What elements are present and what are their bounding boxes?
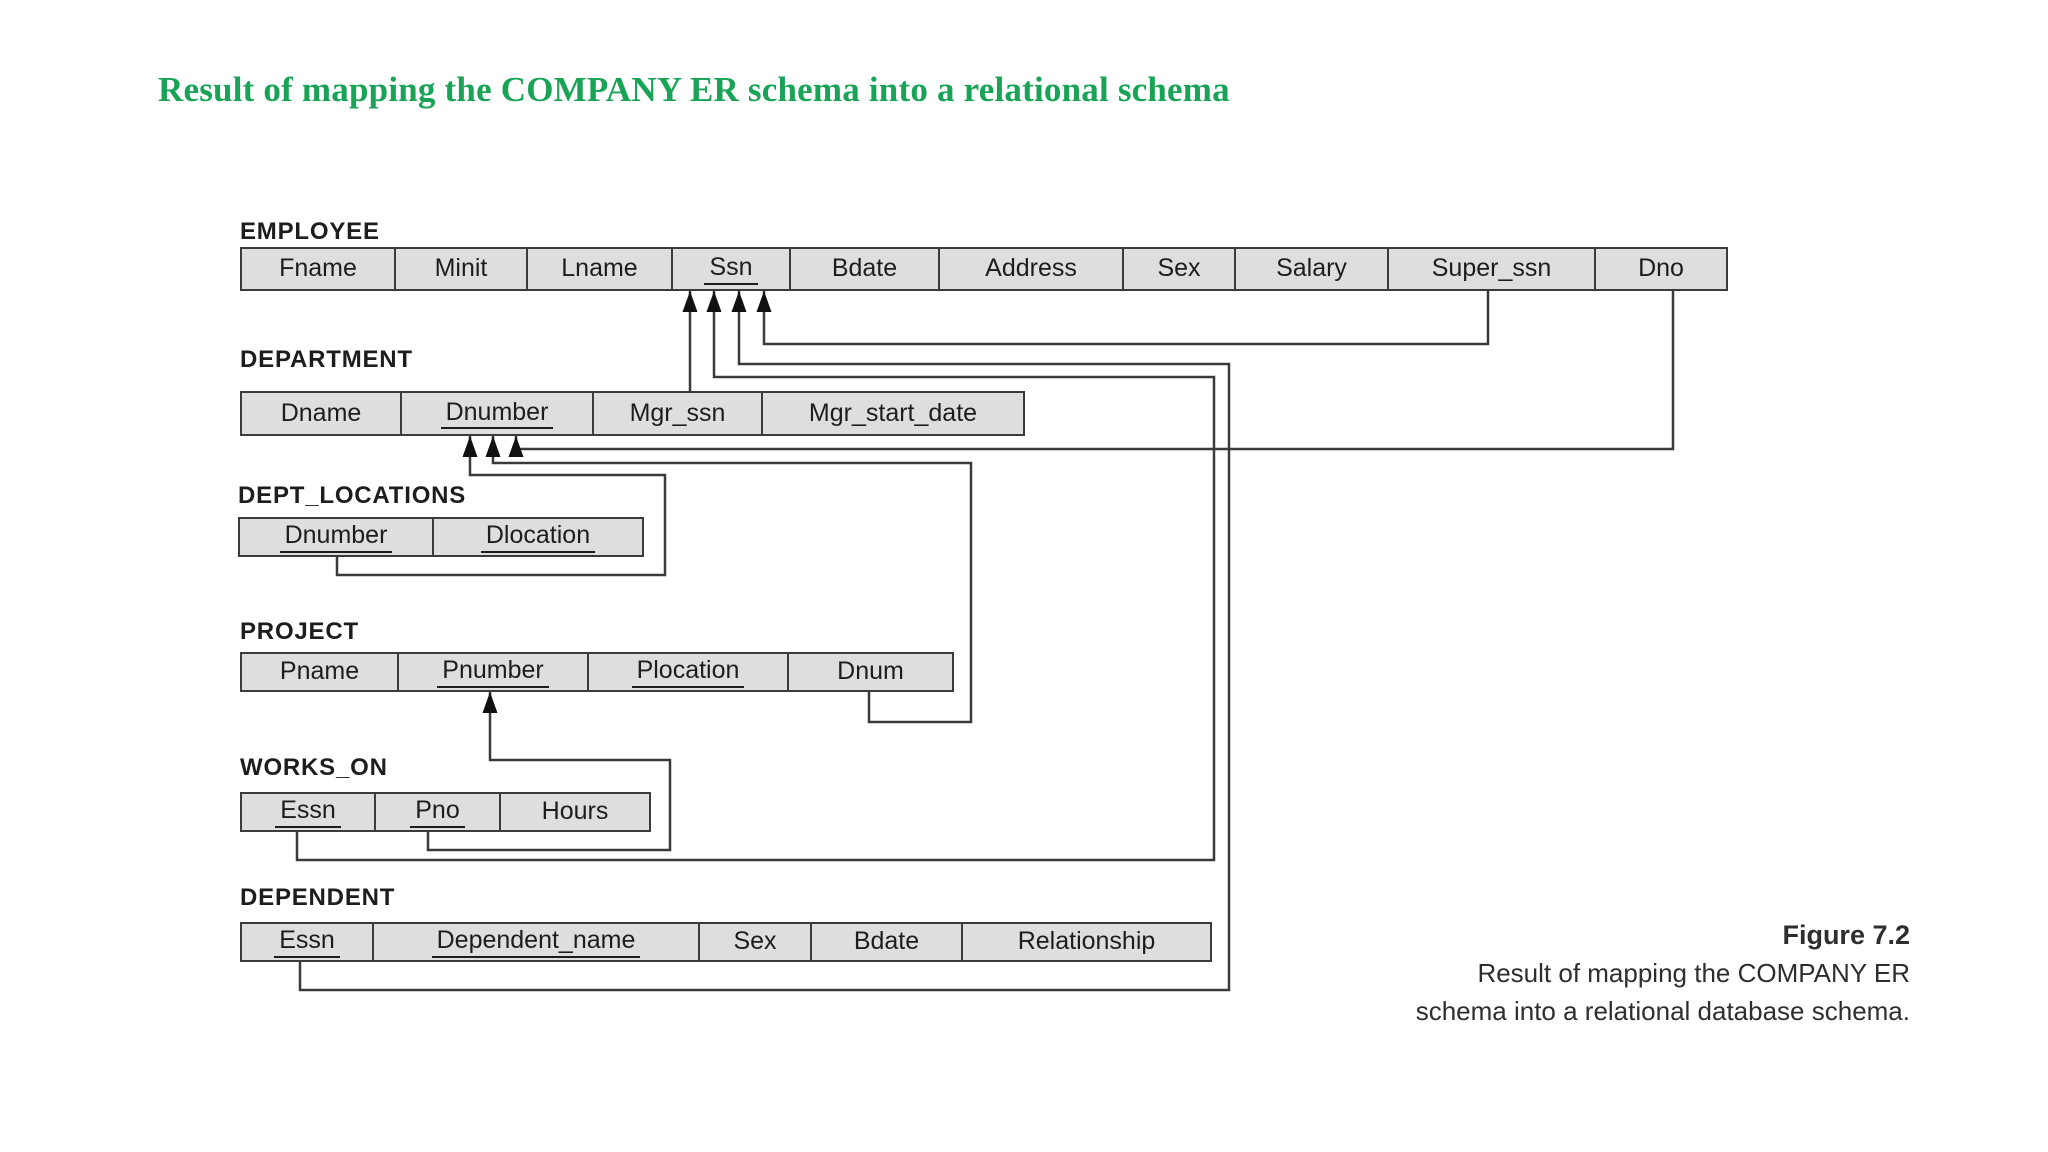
attribute-label: Essn — [275, 796, 341, 828]
fk-connector-project-dnum — [491, 436, 973, 724]
attribute-label: Pnumber — [437, 656, 549, 688]
attribute-cell-essn: Essn — [242, 794, 374, 830]
attribute-label: Sex — [1157, 254, 1201, 283]
attribute-label: Essn — [274, 926, 340, 958]
arrowhead-icon — [731, 291, 747, 312]
attribute-label: Ssn — [704, 253, 758, 285]
attribute-label: Pno — [410, 796, 465, 828]
attribute-label: Plocation — [631, 656, 745, 688]
table-name-dependent: DEPENDENT — [240, 884, 396, 911]
fk-connector-works_on-essn — [295, 291, 1216, 862]
fk-connector-works_on-pno — [426, 692, 672, 852]
attribute-cell-pnumber: Pnumber — [397, 654, 587, 690]
attribute-label: Minit — [434, 254, 488, 283]
table-name-employee: EMPLOYEE — [240, 218, 380, 245]
fk-connector-dept_locations-dnumber — [335, 436, 667, 577]
attribute-cell-essn: Essn — [242, 924, 372, 960]
attribute-label: Dnum — [837, 657, 904, 686]
attribute-label: Pname — [279, 657, 360, 686]
attribute-label: Hours — [541, 797, 609, 826]
attribute-label: Mgr_start_date — [808, 398, 978, 427]
table-dependent: Essn Dependent_name Sex Bdate Relationship — [240, 922, 1212, 962]
arrowhead-icon — [706, 291, 722, 312]
attribute-label: Dlocation — [480, 521, 596, 553]
table-project: Pname Pnumber Plocation Dnum — [240, 652, 954, 692]
table-employee: Fname Minit Lname Ssn Bdate Address Sex Salary S… — [240, 247, 1728, 291]
fk-connector-dependent-essn — [298, 291, 1231, 992]
attribute-cell-dependent_name: Dependent_name — [372, 924, 698, 960]
attribute-label: Fname — [279, 254, 357, 283]
arrowhead-icon — [682, 291, 698, 312]
attribute-label: Relationship — [1017, 927, 1156, 956]
attribute-cell-dlocation: Dlocation — [432, 519, 642, 555]
attribute-cell-plocation: Plocation — [587, 654, 787, 690]
arrowhead-icon — [756, 291, 772, 312]
attribute-cell-mgr_ssn: Mgr_ssn — [592, 393, 761, 434]
arrowhead-icon — [462, 436, 478, 457]
attribute-cell-ssn: Ssn — [671, 249, 789, 289]
attribute-cell-minit: Minit — [394, 249, 526, 289]
figure-caption-heading: Figure 7.2 — [1782, 920, 1910, 950]
attribute-label: Dname — [280, 398, 362, 427]
attribute-cell-mgr_start_date: Mgr_start_date — [761, 393, 1023, 434]
attribute-cell-dno: Dno — [1594, 249, 1726, 289]
table-department: Dname Dnumber Mgr_ssn Mgr_start_date — [240, 391, 1025, 436]
attribute-label: Lname — [561, 254, 638, 283]
attribute-cell-hours: Hours — [499, 794, 649, 830]
attribute-cell-relationship: Relationship — [961, 924, 1210, 960]
attribute-label: Bdate — [831, 254, 898, 283]
attribute-label: Dnumber — [279, 521, 393, 553]
figure-caption-line2: schema into a relational database schema… — [1415, 996, 1910, 1026]
attribute-label: Mgr_ssn — [629, 398, 726, 427]
arrowhead-icon — [482, 692, 498, 713]
attribute-cell-super_ssn: Super_ssn — [1387, 249, 1594, 289]
attribute-label: Super_ssn — [1431, 254, 1552, 283]
attribute-cell-dname: Dname — [242, 393, 400, 434]
attribute-label: Bdate — [853, 927, 920, 956]
table-name-department: DEPARTMENT — [240, 346, 413, 373]
attribute-label: Salary — [1276, 254, 1347, 283]
attribute-cell-pname: Pname — [242, 654, 397, 690]
figure-caption-line1: Result of mapping the COMPANY ER — [1477, 958, 1910, 988]
table-name-project: PROJECT — [240, 618, 359, 645]
table-name-works_on: WORKS_ON — [240, 754, 388, 781]
attribute-label: Dependent_name — [431, 926, 641, 958]
attribute-cell-dnumber: Dnumber — [400, 393, 592, 434]
attribute-cell-address: Address — [938, 249, 1122, 289]
attribute-label: Dnumber — [440, 398, 554, 430]
attribute-cell-bdate: Bdate — [810, 924, 961, 960]
attribute-cell-sex: Sex — [1122, 249, 1234, 289]
page-title: Result of mapping the COMPANY ER schema … — [158, 70, 1230, 109]
attribute-label: Sex — [733, 927, 777, 956]
fk-connector-employee-super_ssn — [762, 291, 1490, 346]
arrowhead-icon — [508, 436, 524, 457]
attribute-label: Dno — [1638, 254, 1684, 283]
table-works_on: Essn Pno Hours — [240, 792, 651, 832]
attribute-cell-dnum: Dnum — [787, 654, 952, 690]
attribute-cell-dnumber: Dnumber — [240, 519, 432, 555]
figure-caption: Figure 7.2 Result of mapping the COMPANY… — [1210, 916, 1910, 1030]
attribute-cell-salary: Salary — [1234, 249, 1387, 289]
table-dept_locations: Dnumber Dlocation — [238, 517, 644, 557]
attribute-cell-bdate: Bdate — [789, 249, 938, 289]
arrowhead-icon — [485, 436, 501, 457]
attribute-cell-lname: Lname — [526, 249, 671, 289]
attribute-cell-fname: Fname — [242, 249, 394, 289]
attribute-cell-pno: Pno — [374, 794, 499, 830]
table-name-dept_locations: DEPT_LOCATIONS — [238, 482, 467, 509]
attribute-cell-sex: Sex — [698, 924, 810, 960]
attribute-label: Address — [985, 254, 1077, 283]
